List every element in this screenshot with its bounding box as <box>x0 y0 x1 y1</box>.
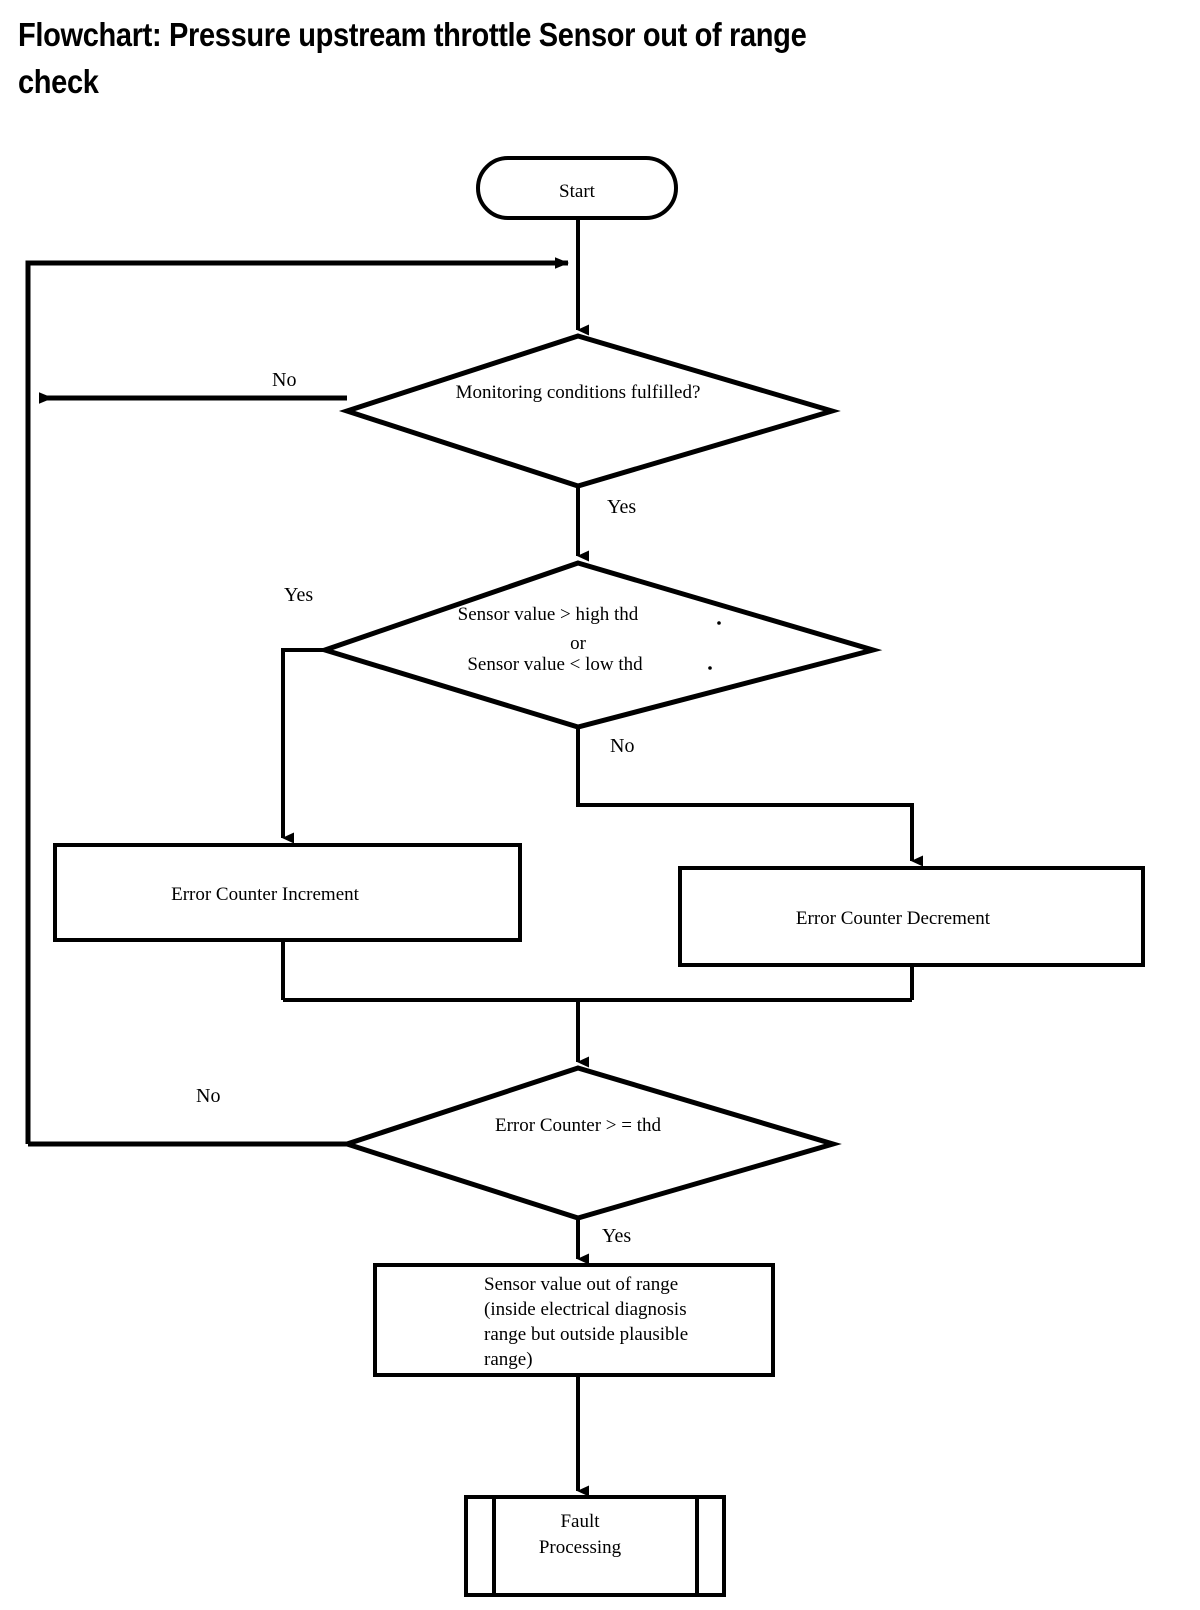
out-of-range-label-line4: range) <box>484 1349 533 1370</box>
edge-range-yes-to-increment <box>281 648 325 844</box>
node-out-of-range[interactable]: Sensor value out of range (inside electr… <box>373 1263 775 1377</box>
counter-decrement-label: Error Counter Decrement <box>796 908 991 929</box>
node-monitoring-decision[interactable]: Monitoring conditions fulfilled? <box>338 333 841 489</box>
start-label: Start <box>559 181 596 202</box>
range-decision-label-line3: Sensor value < low thd <box>467 654 643 675</box>
edge-label-monitoring-yes: Yes <box>607 496 636 518</box>
node-counter-increment[interactable]: Error Counter Increment <box>53 843 522 942</box>
start-shape <box>476 156 678 220</box>
edge-label-threshold-no: No <box>196 1085 220 1107</box>
range-decision-dot-lower <box>708 666 712 670</box>
edge-label-threshold-yes: Yes <box>602 1225 631 1247</box>
node-counter-decrement[interactable]: Error Counter Decrement <box>678 866 1145 967</box>
fault-processing-shape <box>464 1495 726 1597</box>
threshold-decision-shape <box>338 1065 842 1221</box>
out-of-range-label-line2: (inside electrical diagnosis <box>484 1299 687 1320</box>
threshold-decision-label: Error Counter > = thd <box>495 1115 662 1136</box>
node-range-decision[interactable]: Sensor value > high thd or Sensor value … <box>316 560 883 730</box>
node-threshold-decision[interactable]: Error Counter > = thd <box>338 1065 842 1221</box>
range-decision-label-line1: Sensor value > high thd <box>458 604 639 625</box>
node-start[interactable]: Start <box>476 156 678 220</box>
page-title: Flowchart: Pressure upstream throttle Se… <box>18 16 807 100</box>
out-of-range-shape <box>373 1263 775 1377</box>
edge-range-no-to-decrement <box>576 727 923 867</box>
monitoring-decision-shape <box>338 333 841 489</box>
node-fault-processing[interactable]: Fault Processing <box>464 1495 726 1597</box>
edge-label-range-yes: Yes <box>284 584 313 606</box>
monitoring-decision-label: Monitoring conditions fulfilled? <box>456 382 701 403</box>
out-of-range-label-line1: Sensor value out of range <box>484 1274 678 1295</box>
counter-decrement-shape <box>678 866 1145 967</box>
counter-increment-shape <box>53 843 522 942</box>
edge-label-monitoring-no: No <box>272 369 296 391</box>
out-of-range-label-line3: range but outside plausible <box>484 1324 688 1345</box>
fault-processing-label-line1: Fault <box>560 1511 600 1532</box>
range-decision-shape <box>316 560 883 730</box>
range-decision-dot-upper <box>717 621 721 625</box>
range-decision-label-line2: or <box>570 633 587 654</box>
edge-label-range-no: No <box>610 735 634 757</box>
edge-loopback-rail <box>25 257 569 1144</box>
counter-increment-label: Error Counter Increment <box>171 884 360 905</box>
fault-processing-label-line2: Processing <box>539 1537 622 1558</box>
